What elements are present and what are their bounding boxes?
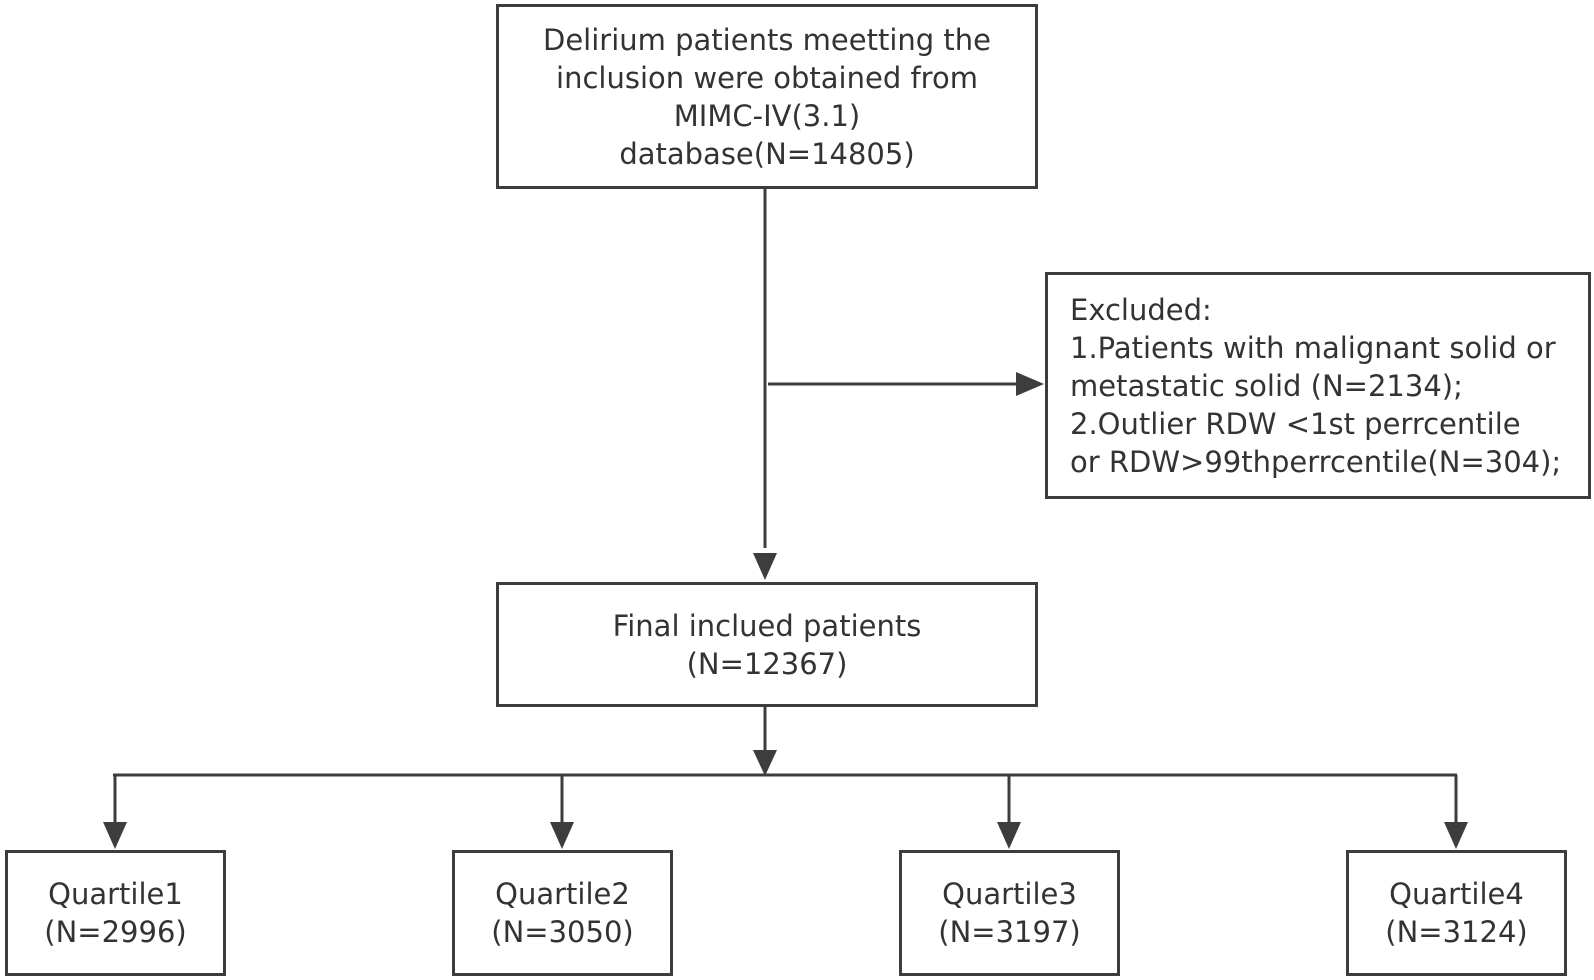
drop-arrowhead-q1 (103, 822, 127, 849)
quartile-label: Quartile3 (942, 877, 1077, 911)
drop-arrowhead-q3 (997, 822, 1021, 849)
start-line-4: database(N=14805) (619, 136, 915, 171)
trunk-arrowhead (753, 553, 777, 580)
quartile-count: (N=3197) (938, 915, 1081, 949)
quartile-count: (N=2996) (44, 915, 187, 949)
start-line-3: MIMC-IV(3.1) (673, 98, 861, 133)
quartile-label: Quartile1 (48, 877, 183, 911)
excluded-line-2: metastatic solid (N=2134); (1070, 368, 1463, 403)
excluded-box: Excluded: 1.Patients with malignant soli… (1045, 272, 1591, 499)
quartile-box-2: Quartile2 (N=3050) (452, 850, 673, 976)
drop-arrowhead-q4 (1444, 822, 1468, 849)
final-line-1: Final inclued patients (612, 608, 922, 643)
quartile-count: (N=3124) (1385, 915, 1528, 949)
quartile-box-3: Quartile3 (N=3197) (899, 850, 1120, 976)
drop-arrowhead-q2 (550, 822, 574, 849)
quartile-label: Quartile2 (495, 877, 630, 911)
excluded-line-4: or RDW>99thperrcentile(N=304); (1070, 444, 1562, 479)
quartile-box-1: Quartile1 (N=2996) (5, 850, 226, 976)
quartile-box-4: Quartile4 (N=3124) (1346, 850, 1567, 976)
excluded-line-3: 2.Outlier RDW <1st perrcentile (1070, 406, 1521, 441)
final-box: Final inclued patients (N=12367) (496, 582, 1038, 707)
start-box: Delirium patients meetting the inclusion… (496, 4, 1038, 189)
final-line-2: (N=12367) (686, 646, 848, 681)
quartile-label: Quartile4 (1389, 877, 1524, 911)
excluded-line-1: 1.Patients with malignant solid or (1070, 330, 1556, 365)
exclusion-arrowhead (1016, 372, 1044, 396)
start-line-2: inclusion were obtained from (556, 60, 978, 95)
excluded-heading: Excluded: (1070, 292, 1212, 327)
start-line-1: Delirium patients meetting the (543, 22, 991, 57)
final-stem-arrowhead (753, 750, 777, 776)
quartile-count: (N=3050) (491, 915, 634, 949)
